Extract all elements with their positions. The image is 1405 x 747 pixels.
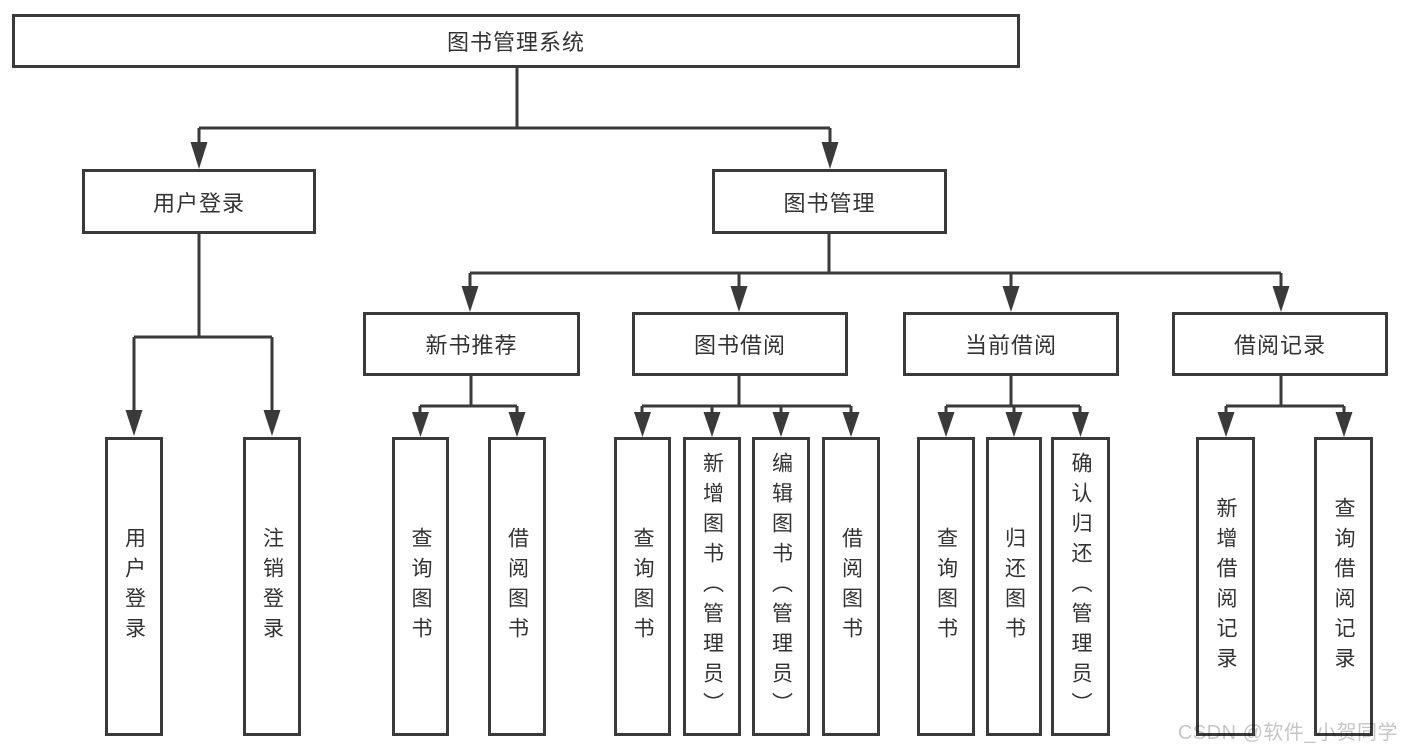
node-borrow-records: 借阅记录 xyxy=(1172,312,1388,376)
leaf-query-books-recommend-label: 查询图书 xyxy=(409,526,432,647)
leaf-query-borrow-record: 查询借阅记录 xyxy=(1314,437,1373,736)
leaf-borrow-books-recommend: 借阅图书 xyxy=(488,437,546,736)
leaf-confirm-return-admin-label: 确认归还（管理员） xyxy=(1069,451,1092,722)
leaf-user-login-label: 用户登录 xyxy=(122,526,146,647)
node-root: 图书管理系统 xyxy=(12,14,1020,68)
leaf-edit-book-admin: 编辑图书（管理员） xyxy=(752,437,810,736)
leaf-query-books-borrow: 查询图书 xyxy=(614,437,671,736)
leaf-query-books-borrow-label: 查询图书 xyxy=(631,526,654,647)
node-book-borrow: 图书借阅 xyxy=(632,312,848,376)
node-borrow-records-label: 借阅记录 xyxy=(1233,333,1326,358)
leaf-query-borrow-record-label: 查询借阅记录 xyxy=(1332,496,1355,677)
node-book-management-branch: 图书管理 xyxy=(712,169,947,234)
connector-root-to-level2 xyxy=(190,67,839,169)
leaf-query-books-recommend: 查询图书 xyxy=(392,437,449,736)
leaf-borrow-books: 借阅图书 xyxy=(822,437,880,736)
node-new-book-recommend: 新书推荐 xyxy=(363,312,580,376)
leaf-edit-book-admin-label: 编辑图书（管理员） xyxy=(769,451,793,722)
leaf-add-borrow-record: 新增借阅记录 xyxy=(1196,437,1255,736)
node-root-label: 图书管理系统 xyxy=(446,30,585,55)
leaf-query-books-current-label: 查询图书 xyxy=(934,526,958,647)
csdn-watermark: CSDN @软件_小贺同学 xyxy=(1177,722,1398,744)
connector-book-borrow-children xyxy=(634,375,860,437)
node-user-login-branch-label: 用户登录 xyxy=(152,190,245,216)
leaf-query-books-current: 查询图书 xyxy=(917,437,975,736)
leaf-borrow-books-label: 借阅图书 xyxy=(839,526,863,647)
leaf-add-book-admin-label: 新增图书（管理员） xyxy=(700,451,724,722)
leaf-return-book-label: 归还图书 xyxy=(1002,526,1026,647)
node-book-borrow-label: 图书借阅 xyxy=(693,333,786,358)
leaf-logout-label: 注销登录 xyxy=(260,526,284,647)
node-current-borrow-label: 当前借阅 xyxy=(964,333,1057,358)
leaf-user-login: 用户登录 xyxy=(105,437,163,736)
connector-current-borrow-children xyxy=(937,375,1089,437)
leaf-return-book: 归还图书 xyxy=(986,437,1042,736)
leaf-confirm-return-admin: 确认归还（管理员） xyxy=(1051,437,1110,736)
node-current-borrow: 当前借阅 xyxy=(903,312,1119,376)
connector-user-login-children xyxy=(125,233,281,436)
leaf-add-book-admin: 新增图书（管理员） xyxy=(683,437,741,736)
node-user-login-branch: 用户登录 xyxy=(82,169,316,234)
connector-new-book-recommend-children xyxy=(412,375,526,437)
node-new-book-recommend-label: 新书推荐 xyxy=(425,333,518,358)
leaf-logout: 注销登录 xyxy=(243,437,301,736)
connector-book-management-children xyxy=(461,233,1290,312)
leaf-add-borrow-record-label: 新增借阅记录 xyxy=(1214,496,1237,677)
connector-borrow-records-children xyxy=(1217,375,1353,437)
leaf-borrow-books-recommend-label: 借阅图书 xyxy=(505,526,529,647)
node-book-management-branch-label: 图书管理 xyxy=(783,190,876,216)
